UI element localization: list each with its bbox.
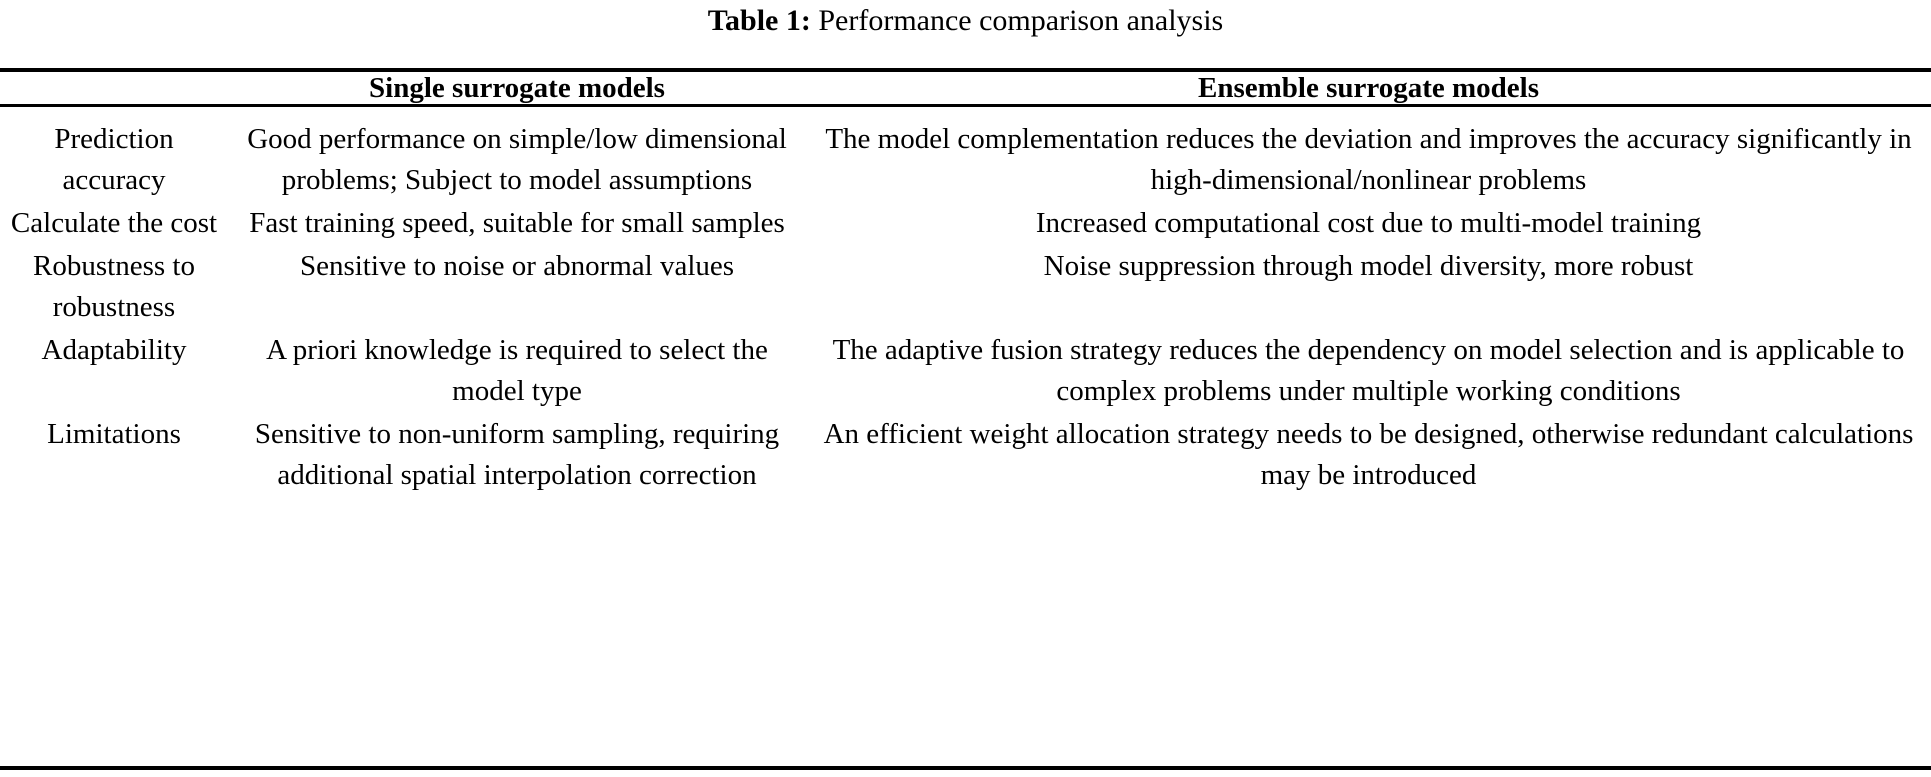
cell-ensemble-robustness: Noise suppression through model diversit… xyxy=(1043,250,1694,282)
table-row: Limitations Sensitive to non-uniform sam… xyxy=(0,413,1931,497)
cell-ensemble-calculate-the-cost: Increased computational cost due to mult… xyxy=(1035,207,1702,239)
row-label-limitations: Limitations xyxy=(47,418,181,450)
cell-single-prediction-accuracy: Good performance on simple/low dimension… xyxy=(247,123,787,196)
table-body: Prediction accuracy Good performance on … xyxy=(0,106,1931,497)
header-row-label xyxy=(0,72,228,106)
table-top-rule xyxy=(0,68,1931,72)
table-row: Calculate the cost Fast training speed, … xyxy=(0,202,1931,245)
table-row: Adaptability A priori knowledge is requi… xyxy=(0,329,1931,413)
cell-ensemble-limitations: An efficient weight allocation strategy … xyxy=(823,418,1914,491)
table-caption: Table 1: Performance comparison analysis xyxy=(0,0,1931,52)
performance-comparison-table: Single surrogate models Ensemble surroga… xyxy=(0,72,1931,497)
cell-single-robustness: Sensitive to noise or abnormal values xyxy=(299,250,735,282)
table-header: Single surrogate models Ensemble surroga… xyxy=(0,72,1931,106)
cell-single-calculate-the-cost: Fast training speed, suitable for small … xyxy=(249,207,785,239)
header-single-surrogate-models: Single surrogate models xyxy=(369,72,665,104)
row-label-adaptability: Adaptability xyxy=(41,334,187,366)
row-label-prediction-accuracy: Prediction accuracy xyxy=(54,123,174,196)
cell-single-adaptability: A priori knowledge is required to select… xyxy=(266,334,768,407)
table-row: Robustness to robustness Sensitive to no… xyxy=(0,245,1931,329)
caption-label: Table 1: xyxy=(707,4,811,37)
caption-text: Performance comparison analysis xyxy=(810,4,1224,37)
table-header-rule xyxy=(0,104,1931,107)
header-row: Single surrogate models Ensemble surroga… xyxy=(0,72,1931,106)
cell-single-limitations: Sensitive to non-uniform sampling, requi… xyxy=(254,418,780,491)
table-row: Prediction accuracy Good performance on … xyxy=(0,106,1931,202)
table-bottom-rule xyxy=(0,766,1931,770)
cell-ensemble-prediction-accuracy: The model complementation reduces the de… xyxy=(825,123,1912,196)
cell-ensemble-adaptability: The adaptive fusion strategy reduces the… xyxy=(832,334,1905,407)
row-label-robustness: Robustness to robustness xyxy=(33,250,195,323)
row-label-calculate-the-cost: Calculate the cost xyxy=(10,207,218,239)
header-ensemble-surrogate-models: Ensemble surrogate models xyxy=(1197,72,1539,104)
